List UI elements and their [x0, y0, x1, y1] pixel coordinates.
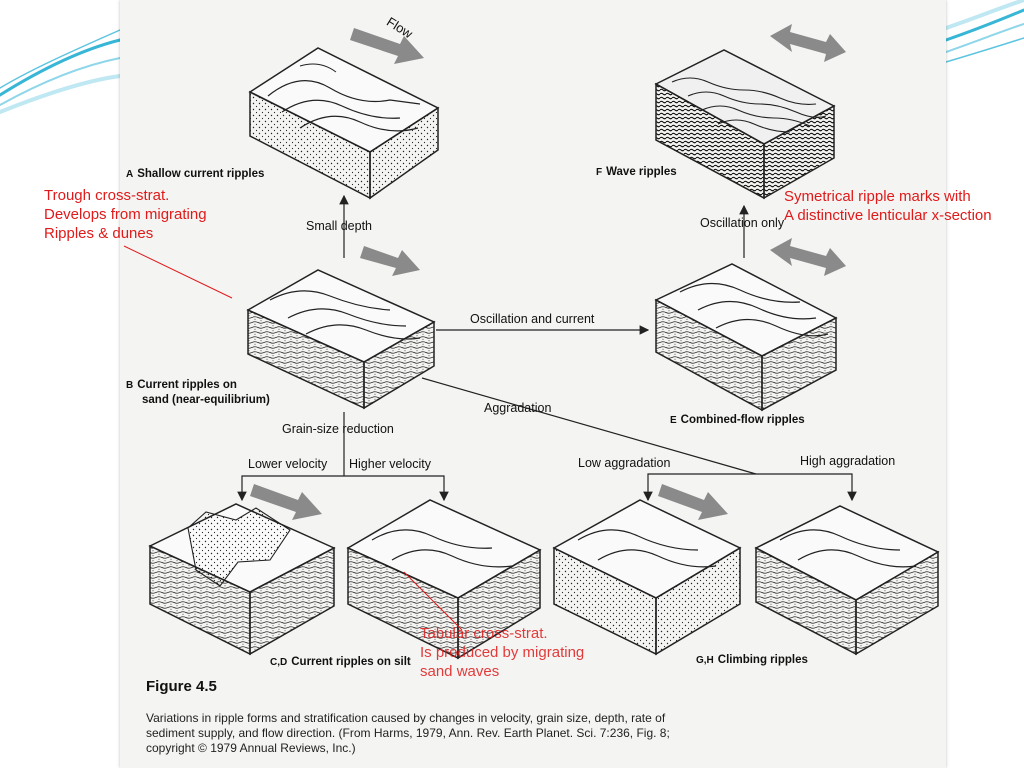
block-h-climbing-ripples	[754, 505, 940, 656]
annotation-trough-line3: Ripples & dunes	[44, 225, 154, 242]
annotation-tabular-line2: Is produced by migrating	[420, 644, 585, 661]
pointer-tabular	[403, 571, 463, 631]
flow-arrow-b	[360, 246, 420, 276]
caption-f-letter: F	[596, 167, 603, 178]
block-g-climbing-ripples	[552, 499, 742, 656]
annotation-tabular-line3: sand waves	[420, 663, 500, 680]
label-grain-size: Grain-size reduction	[282, 422, 394, 436]
caption-b-text-2: sand (near-equilibrium)	[142, 394, 270, 406]
label-oscillation-only: Oscillation only	[700, 216, 785, 230]
caption-e-letter: E	[670, 415, 677, 426]
label-small-depth: Small depth	[306, 219, 373, 233]
annotation-symmetrical-line2: A distinctive lenticular x-section	[784, 207, 992, 224]
block-a-shallow-ripples	[248, 47, 440, 200]
block-c-silt-ripples	[148, 503, 336, 656]
annotation-trough-line1: Trough cross-strat.	[44, 187, 170, 204]
caption-b-letter: B	[126, 380, 134, 391]
flow-arrows	[250, 24, 846, 520]
arrow-low-aggradation	[643, 473, 756, 502]
caption-gh-text: Climbing ripples	[717, 654, 808, 666]
wave-arrow-f	[770, 24, 846, 62]
caption-e-text: Combined-flow ripples	[680, 414, 805, 426]
block-b-current-ripples-sand	[246, 269, 436, 410]
annotation-tabular: Tabular cross-strat. Is produced by migr…	[420, 624, 584, 681]
caption-a-letter: A	[126, 169, 134, 180]
block-f-wave-ripples	[654, 49, 836, 200]
connector-arrows	[237, 194, 857, 502]
pointer-trough	[123, 245, 233, 299]
block-e-combined-flow	[654, 263, 838, 412]
caption-cd-text: Current ripples on silt	[291, 656, 411, 668]
annotation-trough-line2: Develops from migrating	[44, 206, 207, 223]
caption-a-text: Shallow current ripples	[137, 168, 265, 180]
figure-title: Figure 4.5	[146, 678, 217, 695]
figure-description: Variations in ripple forms and stratific…	[146, 711, 670, 755]
block-d-silt-ripples	[346, 499, 542, 660]
annotation-trough: Trough cross-strat. Develops from migrat…	[44, 186, 207, 243]
caption-cd-letter: C,D	[270, 657, 288, 668]
caption-b-text-1: Current ripples on	[137, 379, 237, 391]
annotation-pointers	[123, 245, 463, 631]
annotation-symmetrical-line1: Symetrical ripple marks with	[784, 188, 971, 205]
label-high-aggradation: High aggradation	[800, 454, 896, 468]
label-low-aggradation: Low aggradation	[578, 456, 671, 470]
label-aggradation: Aggradation	[484, 401, 552, 415]
label-oscillation-current: Oscillation and current	[470, 312, 595, 326]
annotation-symmetrical: Symetrical ripple marks with A distincti…	[784, 187, 992, 225]
wave-decoration-left	[0, 29, 122, 114]
arrow-high-aggradation	[756, 473, 857, 502]
wave-arrow-e	[770, 238, 846, 276]
arrow-lower-velocity	[237, 475, 344, 502]
flow-arrow-gh	[658, 484, 728, 520]
arrow-aggradation	[421, 377, 757, 475]
caption-f-text: Wave ripples	[606, 166, 677, 178]
label-lower-velocity: Lower velocity	[248, 457, 328, 471]
wave-decoration-right	[944, 0, 1024, 63]
flow-arrow-a	[350, 28, 424, 64]
caption-gh-letter: G,H	[696, 655, 714, 666]
arrow-higher-velocity	[344, 475, 449, 502]
flow-arrow-cd	[250, 484, 322, 520]
annotation-tabular-line1: Tabular cross-strat.	[420, 625, 548, 642]
label-higher-velocity: Higher velocity	[349, 457, 431, 471]
